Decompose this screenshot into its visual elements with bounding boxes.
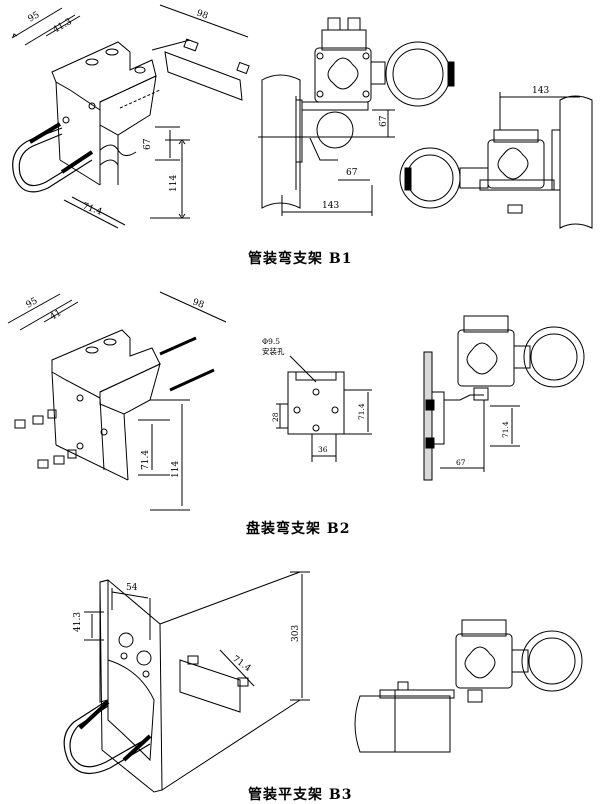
- b1-mid-dim-67v: 67: [379, 115, 389, 127]
- b3-bracket-drawing: 54 41.3 71.4 303: [63, 571, 310, 793]
- b1-pipe-mount-right-view: 143: [399, 86, 593, 229]
- b1-pipe-mount-view: 143 67 67: [258, 17, 455, 216]
- b2-right-dim-71-4: 71.4: [501, 421, 510, 438]
- b2-dim-36: 36: [318, 445, 328, 454]
- b2-hole-diameter: Φ9.5: [262, 337, 280, 346]
- b1-dim-114: 114: [169, 175, 179, 192]
- b2-plate-hole-detail: Φ9.5 安装孔 28 71.4 36: [262, 337, 372, 462]
- b2-dim-114: 114: [171, 461, 181, 478]
- b1-mid-dim-67h: 67: [346, 168, 358, 178]
- b1-right-dim-143: 143: [532, 86, 549, 96]
- b2-dim-95: 95: [25, 296, 40, 311]
- b1-dim-98: 98: [195, 8, 209, 21]
- b3-caption: 管装平支架 B3: [248, 787, 353, 803]
- b1-caption: 管装弯支架 B1: [248, 251, 353, 267]
- b1-dim-95: 95: [27, 10, 42, 25]
- b2-bracket-drawing: 95 41 98 71.4 114: [7, 291, 227, 511]
- b1-dim-41-3: 41.3: [52, 17, 75, 36]
- b2-caption: 盘装弯支架 B2: [246, 521, 351, 537]
- b3-dim-41-3: 41.3: [73, 612, 83, 632]
- b2-right-dim-67: 67: [456, 458, 466, 467]
- b3-dim-54: 54: [126, 583, 138, 593]
- b2-dim-28: 28: [271, 412, 280, 422]
- b1-bracket-drawing: 95 41.3 98 67 114 71: [11, 4, 250, 229]
- b2-dim-71-4: 71.4: [141, 450, 151, 470]
- b2-dim-71-4-plate: 71.4: [357, 403, 366, 420]
- b3-horizontal-pipe-view: [354, 619, 583, 753]
- b2-dim-41: 41: [49, 308, 64, 322]
- b1-mid-dim-143: 143: [322, 201, 339, 211]
- b2-panel-mount-view: 71.4 67: [423, 315, 585, 481]
- b1-dim-67: 67: [143, 138, 153, 150]
- b3-dim-71-4: 71.4: [230, 654, 252, 674]
- b2-dim-98: 98: [191, 297, 205, 310]
- b1-dim-71-4: 71.4: [81, 201, 104, 217]
- b2-hole-note: 安装孔: [262, 346, 285, 356]
- b3-dim-303: 303: [291, 625, 301, 642]
